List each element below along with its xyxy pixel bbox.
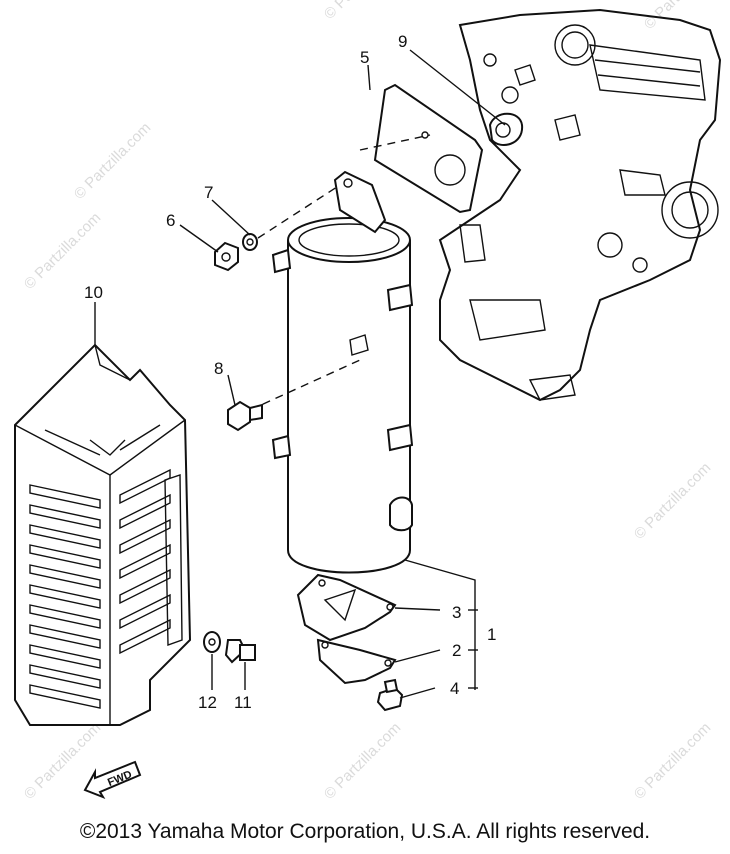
- bolt-8: [227, 400, 263, 432]
- watermark-text: © Partzilla.com: [321, 0, 404, 23]
- watermark-text: © Partzilla.com: [631, 719, 714, 802]
- callout-10: 10: [84, 283, 103, 302]
- washer-and-bolt: [203, 631, 256, 664]
- callout-11: 11: [234, 693, 252, 712]
- cover-slots: [29, 468, 171, 709]
- watermark-text: © Partzilla.com: [71, 119, 154, 202]
- forward-arrow-icon: FWD: [83, 760, 142, 799]
- watermark-text: © Partzilla.com: [21, 209, 104, 292]
- copyright-notice: ©2013 Yamaha Motor Corporation, U.S.A. A…: [79, 820, 651, 843]
- callout-4: 4: [450, 679, 459, 698]
- watermark-text: © Partzilla.com: [321, 719, 404, 802]
- gasket-3: [296, 573, 397, 642]
- callout-1: 1: [487, 625, 496, 644]
- engine-block: [438, 8, 722, 402]
- callout-12: 12: [198, 693, 217, 712]
- callout-labels: 1 2 3 4 5 6 7 8 9 10 11 12: [84, 32, 496, 712]
- nut-and-washer: [214, 184, 341, 272]
- callout-3: 3: [452, 603, 461, 622]
- gasket-2: [316, 638, 397, 685]
- callout-5: 5: [360, 48, 369, 67]
- callout-9: 9: [398, 32, 407, 51]
- muffler: [249, 170, 414, 574]
- callout-2: 2: [452, 641, 461, 660]
- bolt-4: [376, 678, 404, 712]
- callout-7: 7: [204, 183, 213, 202]
- watermark-text: © Partzilla.com: [631, 459, 714, 542]
- callout-8: 8: [214, 359, 223, 378]
- exhaust-gasket: [359, 83, 484, 214]
- callout-6: 6: [166, 211, 175, 230]
- muffler-cover: [14, 343, 192, 726]
- leader-lines: [94, 49, 506, 699]
